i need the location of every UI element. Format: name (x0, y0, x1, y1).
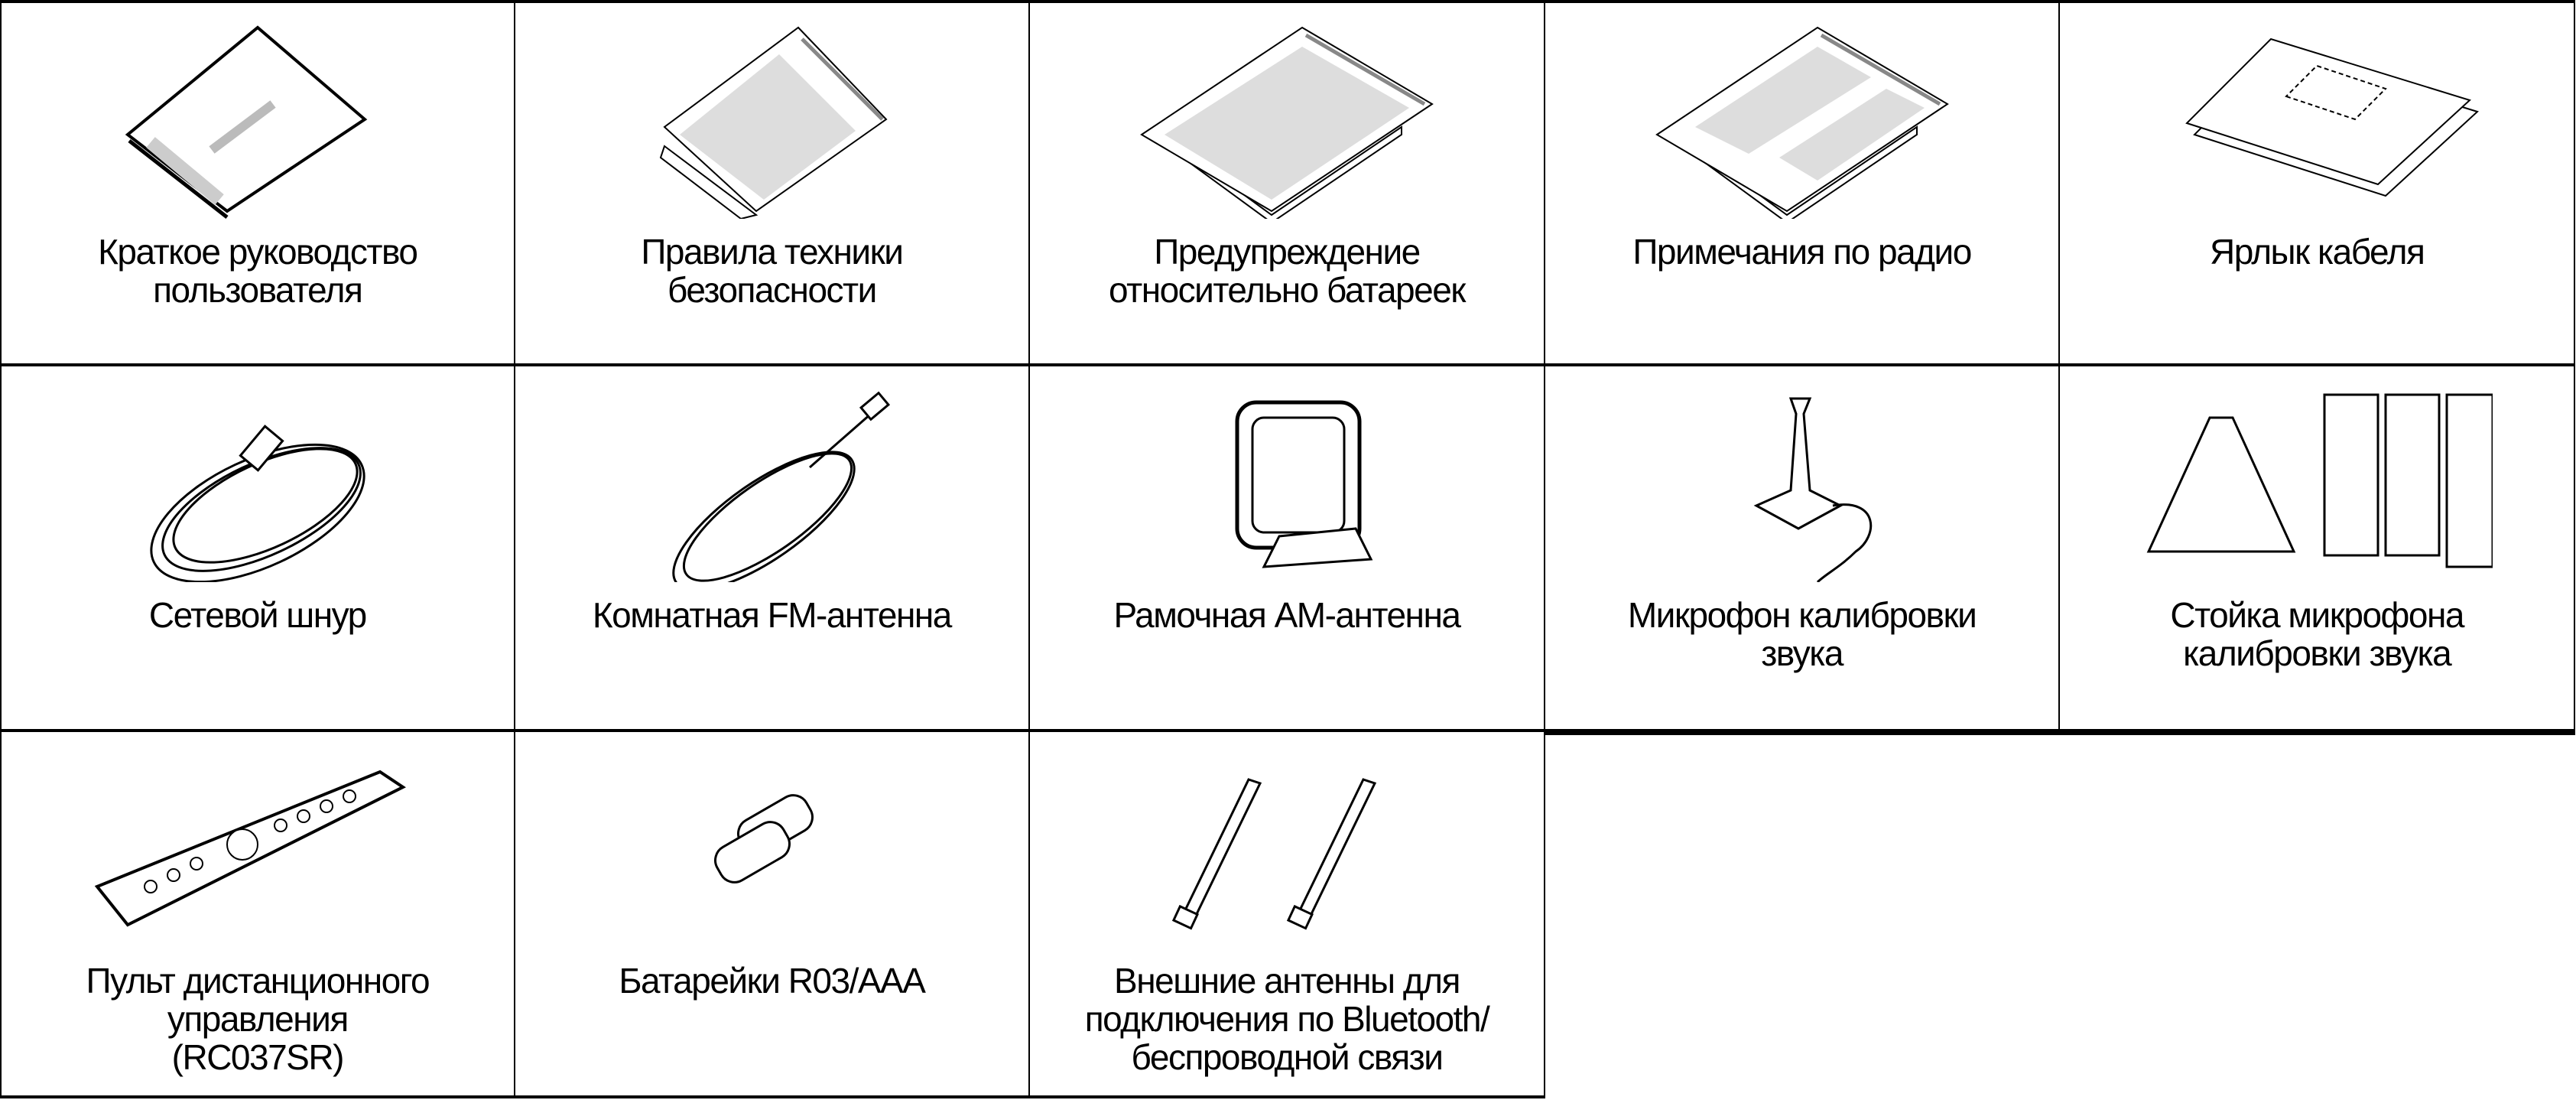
remote-control-icon (94, 770, 406, 927)
power-cord-icon (150, 424, 365, 582)
calibration-microphone-icon (1753, 397, 1872, 582)
radio-notes-sheet-icon (1655, 26, 1949, 219)
accessory-label: Ярлык кабеля (2209, 232, 2425, 272)
fm-antenna-icon (672, 391, 891, 582)
batteries-icon (714, 794, 814, 884)
accessory-cell: Батарейки R03/AAA (515, 732, 1031, 1098)
accessory-cell: Микрофон калибровки звука (1545, 366, 2061, 733)
accessory-label: Краткое руководство пользователя (98, 232, 418, 310)
accessory-label: Стойка микрофона калибровки звука (2170, 594, 2464, 673)
accessory-cell: Правила техники безопасности (515, 0, 1031, 366)
empty-cell (1545, 732, 2061, 1098)
cable-label-icon (2185, 37, 2480, 197)
quick-start-guide-icon (125, 25, 368, 219)
accessory-label: Микрофон калибровки звука (1627, 594, 1977, 673)
accessory-cell: Краткое руководство пользователя (0, 0, 515, 366)
accessory-cell: Стойка микрофона калибровки звука (2060, 366, 2575, 733)
accessory-label: Пульт дистанционного управления (RC037SR… (86, 961, 430, 1078)
microphone-stand-icon (2146, 393, 2493, 568)
accessory-cell: Примечания по радио (1545, 0, 2061, 366)
accessory-label: Батарейки R03/AAA (619, 961, 926, 1001)
accessory-label: Сетевой шнур (148, 594, 367, 635)
accessory-label: Примечания по радио (1632, 232, 1972, 272)
empty-cell (2060, 732, 2575, 1098)
accessory-cell: Комнатная FM-антенна (515, 366, 1031, 733)
accessory-label: Предупреждение относительно батареек (1109, 232, 1466, 310)
am-loop-antenna-icon (1235, 400, 1373, 568)
accessory-cell: Пульт дистанционного управления (RC037SR… (0, 732, 515, 1098)
accessory-cell: Рамочная AM-антенна (1030, 366, 1545, 733)
accessory-cell: Предупреждение относительно батареек (1030, 0, 1545, 366)
accessory-cell: Ярлык кабеля (2060, 0, 2575, 366)
battery-warning-sheet-icon (1140, 26, 1434, 219)
accessory-label: Рамочная AM-антенна (1113, 594, 1461, 635)
accessory-cell: Внешние антенны для подключения по Bluet… (1030, 732, 1545, 1098)
external-antennas-icon (1171, 778, 1377, 930)
safety-instructions-icon (660, 26, 888, 219)
accessory-label: Внешние антенны для подключения по Bluet… (1084, 961, 1490, 1078)
accessory-cell: Сетевой шнур (0, 366, 515, 733)
accessory-label: Правила техники безопасности (641, 232, 904, 310)
accessory-label: Комнатная FM-антенна (592, 594, 952, 635)
